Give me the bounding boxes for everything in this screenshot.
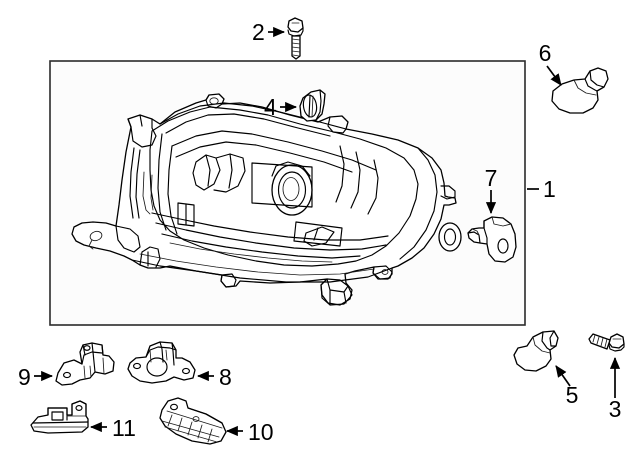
- callout-label-1: 1: [543, 176, 556, 202]
- screw: [588, 333, 625, 352]
- callout-label-7: 7: [485, 165, 498, 191]
- headlamp-leveling-motor: [467, 216, 517, 263]
- callout-label-2: 2: [252, 19, 265, 45]
- callout-label-3: 3: [609, 396, 622, 422]
- bracket-lower-left: [30, 400, 89, 434]
- callout-label-5: 5: [566, 382, 579, 408]
- o-ring-seal: [438, 222, 462, 252]
- flange-bolt: [287, 17, 304, 60]
- bracket-upper-right: [127, 341, 196, 384]
- callout-leaders: [34, 26, 621, 437]
- callout-label-6: 6: [539, 40, 552, 66]
- bulb-socket-upper: [551, 67, 609, 114]
- callout-label-8: 8: [219, 364, 232, 390]
- callout-label-10: 10: [248, 419, 274, 445]
- callout-label-9: 9: [18, 364, 31, 390]
- callout-label-11: 11: [112, 415, 136, 441]
- bulb-socket-lower: [513, 330, 559, 372]
- leader-6: [546, 65, 562, 86]
- ribbed-support-bracket: [159, 397, 227, 445]
- callout-labels: 1 2 3 4 5 6 7 8 9 10 11: [18, 19, 621, 445]
- leader-5: [555, 365, 571, 387]
- callout-label-4: 4: [264, 94, 277, 120]
- headlamp-housing: [71, 93, 457, 306]
- bulb-socket-cap: [299, 89, 326, 122]
- bracket-left: [55, 342, 115, 386]
